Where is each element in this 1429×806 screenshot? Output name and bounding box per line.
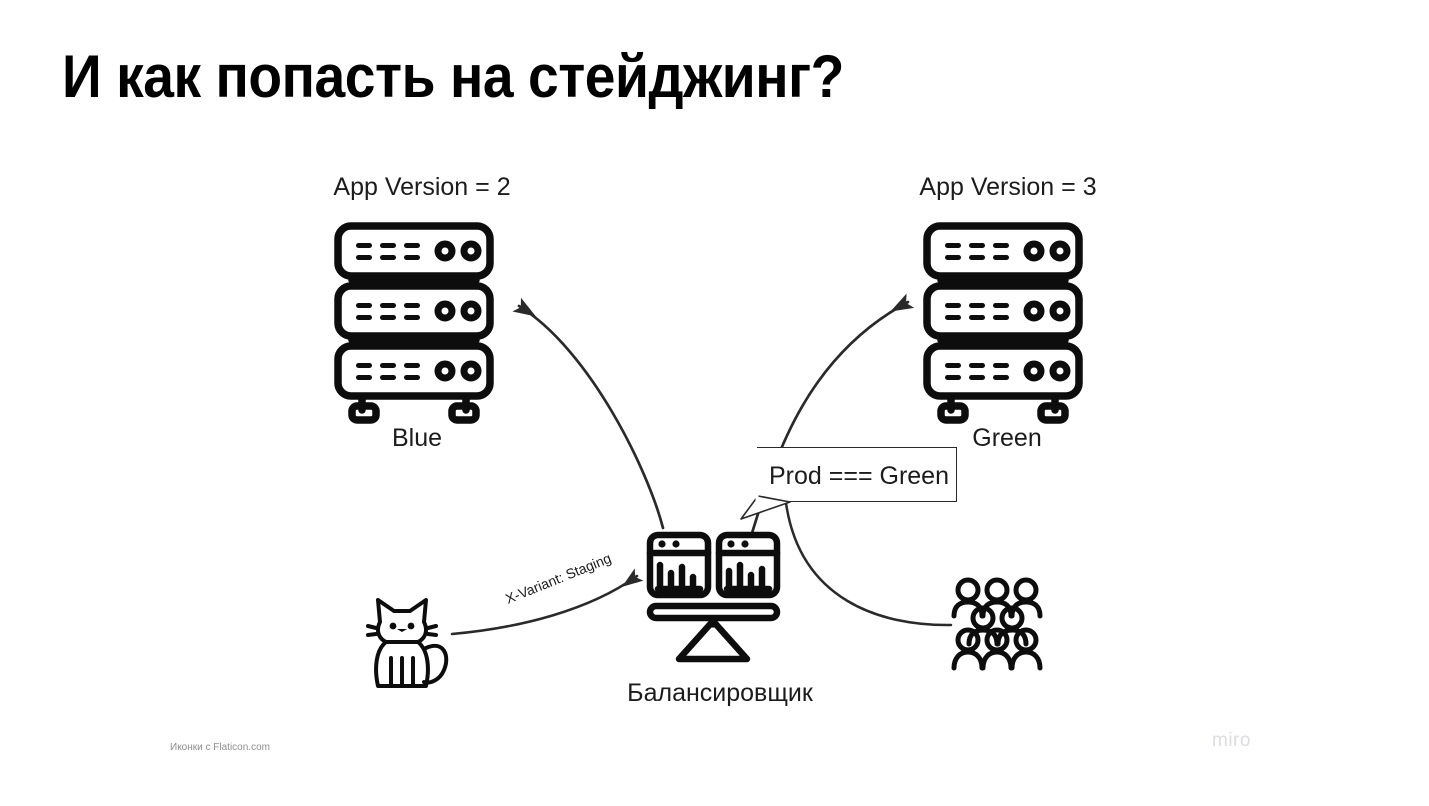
green-server-name-label: Green	[972, 424, 1042, 452]
edge-label-x-variant: X-Variant: Staging	[503, 549, 614, 607]
callout-text: Prod === Green	[769, 462, 949, 490]
edge-balancer-to-blue	[512, 297, 665, 530]
balance-scale-icon	[646, 531, 781, 663]
people-group-icon	[951, 577, 1043, 671]
miro-watermark: miro	[1212, 730, 1251, 751]
server-rack-icon	[334, 222, 494, 424]
attribution-credit: Иконки с Flaticon.com	[170, 742, 270, 753]
green-server-version-label: App Version = 3	[919, 173, 1097, 201]
edge-crowd-to-green	[784, 501, 953, 627]
server-rack-icon	[923, 222, 1083, 424]
cat-icon	[366, 598, 449, 688]
page-title: И как попасть на стейджинг?	[62, 43, 844, 110]
balancer-name-label: Балансировщик	[627, 679, 813, 707]
blue-server-version-label: App Version = 2	[333, 173, 511, 201]
callout-bubble	[757, 447, 957, 502]
blue-server-name-label: Blue	[391, 424, 443, 452]
